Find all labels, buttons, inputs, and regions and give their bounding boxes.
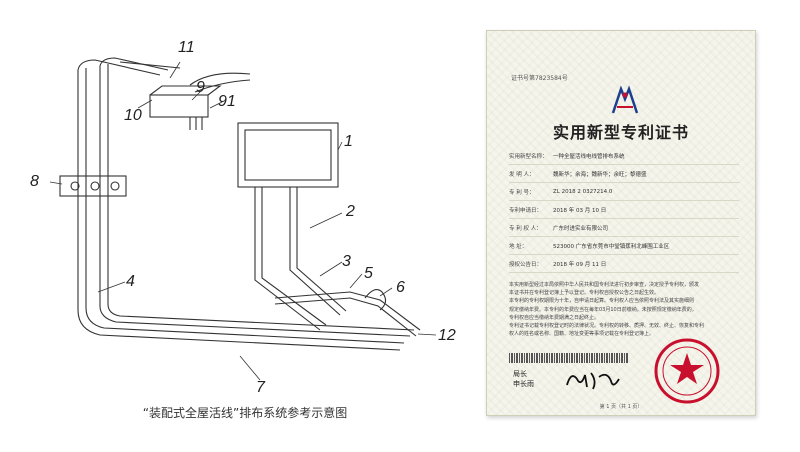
certificate-title: 实用新型专利证书: [552, 123, 689, 142]
official-seal-icon: [654, 338, 720, 404]
certificate-number: 证书号第7823584号: [511, 75, 568, 82]
label-9: 9: [196, 79, 205, 96]
field-patentee: 专 利 权 人：广东时进实业有限公司: [509, 219, 739, 237]
certificate-fields: 实用新型名称：一种全屋活线电线管排布系统 发 明 人：魏新华；余海；魏新华；余旺…: [509, 147, 739, 273]
signature-icon: [566, 372, 620, 390]
label-1: 1: [344, 133, 353, 150]
field-name: 实用新型名称：一种全屋活线电线管排布系统: [509, 147, 739, 165]
pipe-layout-diagram: 11 9 91 10 1 8 2 3 5 6 4 12 7: [30, 39, 456, 396]
page-number: 第 1 页（共 1 页）: [599, 404, 643, 410]
label-8: 8: [30, 173, 39, 190]
junction-box: [149, 94, 209, 118]
director-title: 局长: [513, 370, 527, 378]
director-name: 申长雨: [513, 380, 534, 388]
label-12: 12: [438, 327, 456, 344]
connector-block: [59, 175, 127, 197]
label-4: 4: [126, 273, 135, 290]
label-3: 3: [342, 253, 351, 270]
label-2: 2: [345, 203, 355, 220]
patent-certificate: 证书号第7823584号 实用新型专利证书 实用新型名称：一种全屋活线电线管排布…: [486, 30, 756, 416]
label-10: 10: [124, 107, 142, 124]
field-patent-number: 专 利 号：ZL 2018 2 0327214.0: [509, 183, 739, 201]
field-address: 地 址：523000 广东省东莞市中堂镇蕉利北峰围工业区: [509, 237, 739, 255]
diagram-caption: “装配式全屋活线”排布系统参考示意图: [142, 406, 348, 420]
field-filing-date: 专利申请日：2018 年 03 月 10 日: [509, 201, 739, 219]
field-inventors: 发 明 人：魏新华；余海；魏新华；余旺；黎德盛: [509, 165, 739, 183]
field-grant-date: 授权公告日：2018 年 09 月 11 日: [509, 255, 739, 273]
label-91: 91: [218, 93, 236, 110]
patent-office-emblem-icon: [611, 85, 639, 114]
label-7: 7: [256, 379, 266, 396]
barcode: [509, 353, 629, 363]
label-6: 6: [396, 279, 405, 296]
display-panel: [237, 122, 339, 188]
label-11: 11: [178, 39, 195, 56]
certificate-body-text: 本实用新型经过本局依照中华人民共和国专利法进行初步审查，决定授予专利权，颁发 本…: [509, 282, 705, 338]
label-5: 5: [364, 265, 373, 282]
